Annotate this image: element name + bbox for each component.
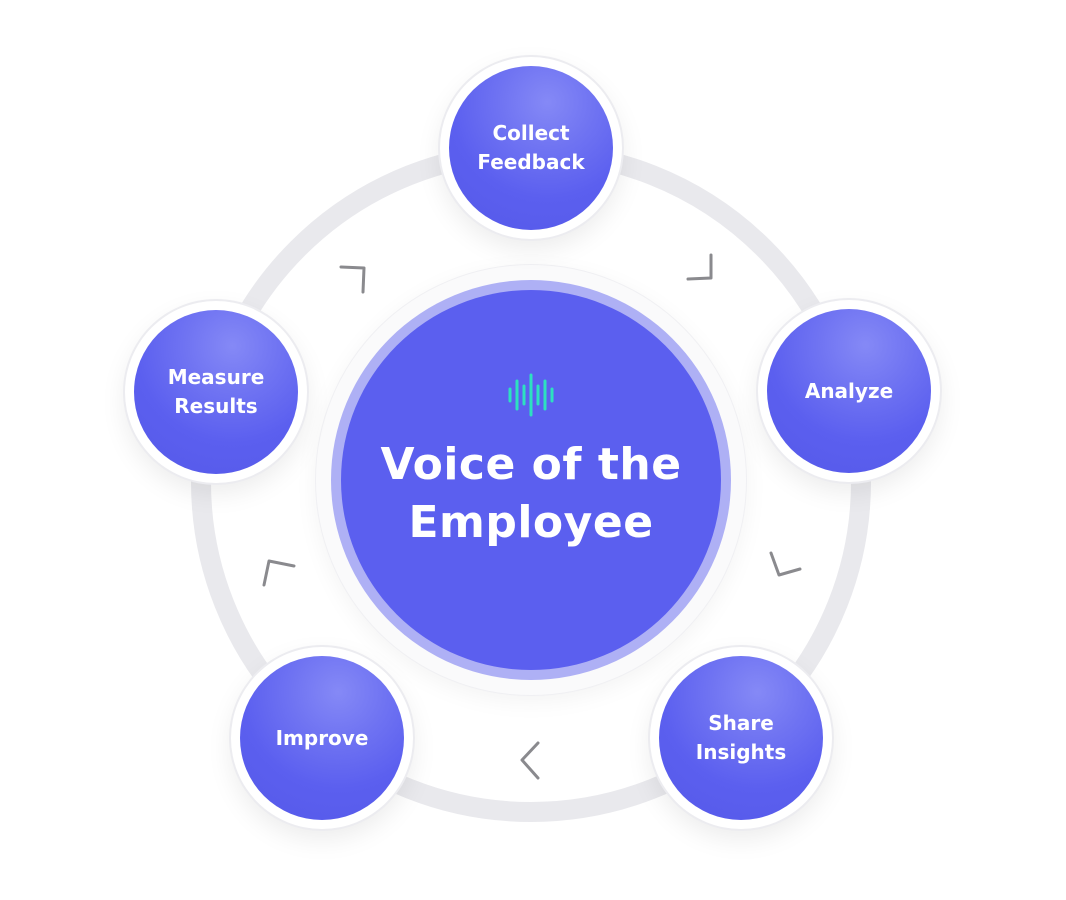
center-hub: Voice of the Employee (341, 290, 721, 670)
chevron-left-icon (520, 741, 540, 780)
diagram-title: Voice of the Employee (380, 436, 681, 552)
step-label: Measure Results (167, 365, 265, 418)
step-improve: Improve (231, 647, 413, 829)
diagram-title-line-1: Voice of the (380, 439, 682, 490)
step-share-insights-button[interactable]: Share Insights (659, 656, 823, 820)
step-analyze-button[interactable]: Analyze (767, 309, 931, 473)
chevron-right-icon (686, 253, 713, 281)
step-collect-feedback-button[interactable]: Collect Feedback (449, 66, 613, 230)
chevron-up-left-icon (262, 559, 296, 587)
step-label: Share Insights (695, 711, 787, 764)
step-collect-feedback: Collect Feedback (440, 57, 622, 239)
step-measure-results-button[interactable]: Measure Results (134, 310, 298, 474)
step-measure-results: Measure Results (125, 301, 307, 483)
chevron-down-icon (769, 551, 802, 577)
step-improve-button[interactable]: Improve (240, 656, 404, 820)
step-analyze: Analyze (758, 300, 940, 482)
step-label: Improve (275, 725, 369, 750)
step-label: Analyze (804, 378, 894, 403)
chevron-up-right-icon (339, 265, 366, 294)
step-share-insights: Share Insights (650, 647, 832, 829)
step-label: Collect Feedback (477, 121, 585, 174)
sound-wave-icon (508, 373, 554, 417)
diagram-title-line-2: Employee (408, 497, 654, 548)
